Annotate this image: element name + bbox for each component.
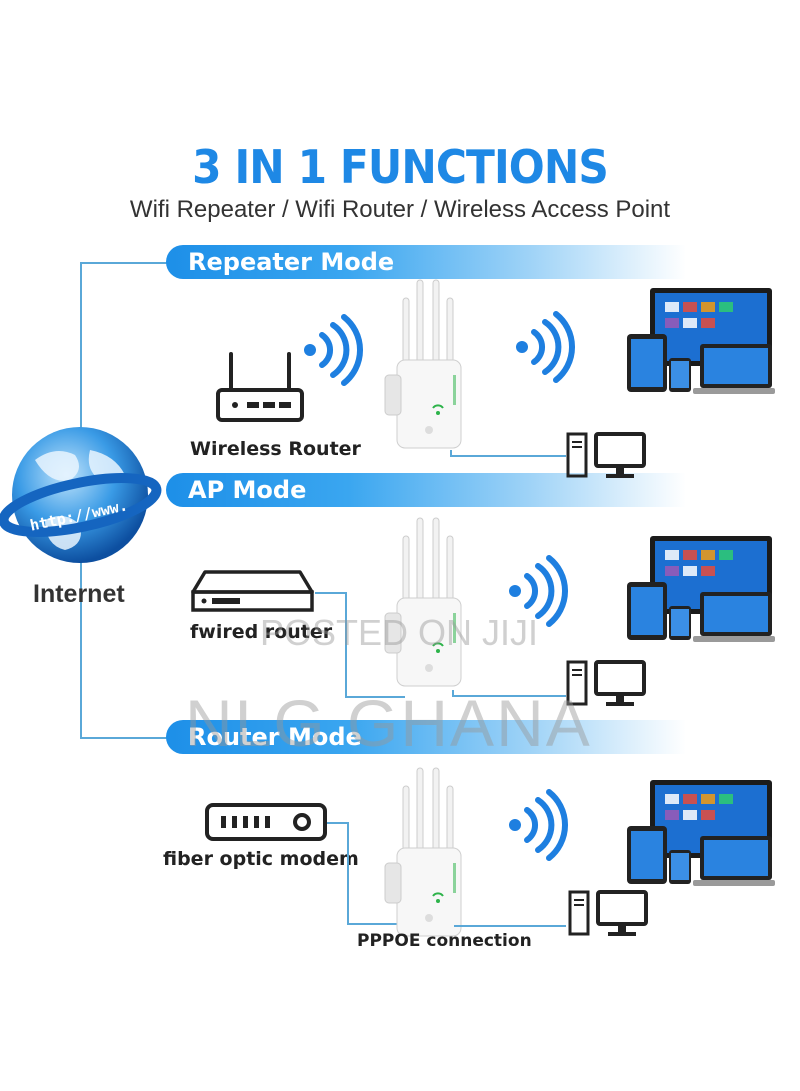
cable-line xyxy=(327,822,349,824)
router-mode-band: Router Mode xyxy=(166,720,686,754)
wifi-waves-icon xyxy=(300,314,363,390)
wired-router-icon xyxy=(190,570,315,619)
desktop-computer-icon xyxy=(566,660,648,713)
page-subtitle: Wifi Repeater / Wifi Router / Wireless A… xyxy=(129,196,671,223)
wireless-router-label: Wireless Router xyxy=(190,438,361,460)
access-point-device-icon xyxy=(384,517,465,693)
cable-line xyxy=(345,696,405,698)
router-device-icon xyxy=(384,767,465,943)
cable-line xyxy=(347,822,349,924)
pppoe-connection-label: PPPOE connection xyxy=(357,931,532,951)
connector-repeater xyxy=(80,262,170,264)
cable-line xyxy=(315,592,347,594)
fiber-modem-label: fiber optic modem xyxy=(163,848,359,870)
watermark-text: NLG GHANA xyxy=(185,686,592,760)
repeater-device-icon xyxy=(384,279,465,455)
page-title: 3 IN 1 FUNCTIONS xyxy=(192,140,609,194)
fiber-modem-icon xyxy=(205,803,327,846)
desktop-computer-icon xyxy=(566,432,648,485)
wireless-router-icon xyxy=(215,352,305,429)
cable-line xyxy=(450,455,566,457)
cable-line xyxy=(452,690,454,696)
internet-label: Internet xyxy=(33,580,125,608)
repeater-mode-band: Repeater Mode xyxy=(166,245,686,279)
wired-router-label: fwired router xyxy=(190,621,333,643)
internet-globe: http://www. xyxy=(0,420,165,570)
ap-mode-label: AP Mode xyxy=(188,476,307,504)
devices-icon xyxy=(625,536,775,651)
repeater-mode-label: Repeater Mode xyxy=(188,248,395,276)
wifi-waves-icon xyxy=(505,555,568,631)
wifi-waves-icon xyxy=(505,789,568,865)
connector-router-mode xyxy=(80,737,170,739)
wifi-waves-icon xyxy=(512,311,575,387)
cable-line xyxy=(452,695,566,697)
cable-line xyxy=(450,450,452,456)
cable-line xyxy=(347,923,407,925)
router-mode-label: Router Mode xyxy=(188,723,362,751)
devices-icon xyxy=(625,288,775,403)
cable-line xyxy=(454,925,566,927)
watermark-text: POSTED ON JIJI xyxy=(260,612,539,653)
desktop-computer-icon xyxy=(568,890,650,943)
devices-icon xyxy=(625,780,775,895)
ap-mode-band: AP Mode xyxy=(166,473,686,507)
cable-line xyxy=(345,592,347,697)
